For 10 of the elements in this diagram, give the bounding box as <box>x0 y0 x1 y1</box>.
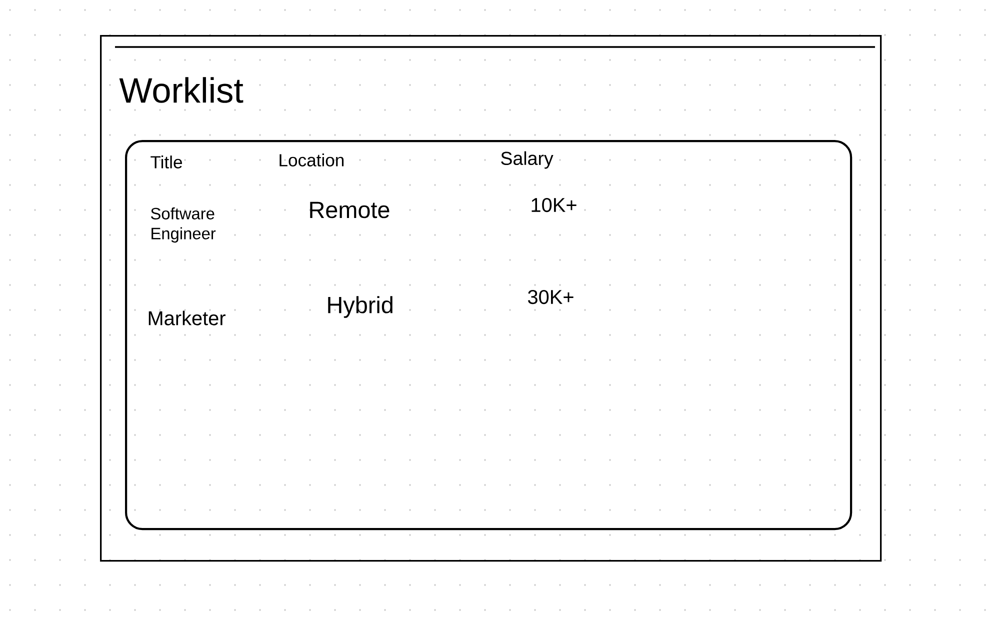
table-cell: Software Engineer <box>151 207 216 243</box>
table-cell: Marketer <box>148 310 226 326</box>
table-cell: Title <box>150 156 182 168</box>
table-box <box>125 140 852 530</box>
table-cell: Hybrid <box>328 296 392 318</box>
table-cell: 30K+ <box>528 290 574 304</box>
table-cell: Location <box>280 154 344 166</box>
table-cell: Remote <box>310 202 390 218</box>
table-cell: Salary <box>501 151 554 169</box>
table-cell: 10K+ <box>532 198 576 212</box>
